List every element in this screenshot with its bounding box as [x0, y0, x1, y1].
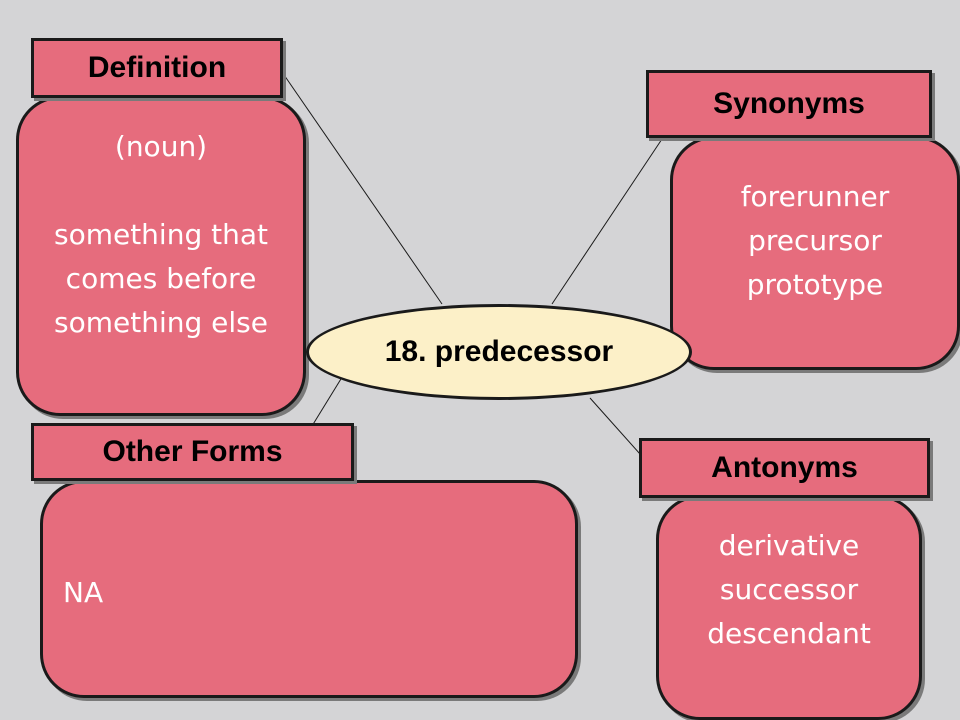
definition-line: something else — [54, 306, 268, 339]
other-forms-label: Other Forms — [31, 423, 354, 481]
other-forms-item: NA — [63, 576, 104, 609]
connector-antonyms — [589, 397, 641, 455]
antonym-item: successor — [719, 573, 859, 606]
connector-definition — [281, 71, 443, 305]
definition-content-box: (noun) something that comes before somet… — [16, 96, 306, 416]
definition-line: something that — [53, 218, 268, 251]
antonyms-label: Antonyms — [639, 438, 930, 498]
other-forms-content-box: NA — [40, 480, 578, 698]
synonym-item: prototype — [746, 268, 884, 301]
definition-line: (noun) — [114, 130, 208, 163]
center-term-oval: 18. predecessor — [306, 304, 692, 400]
antonyms-content-box: derivative successor descendant — [656, 495, 922, 720]
definition-line: comes before — [65, 262, 257, 295]
synonyms-label: Synonyms — [646, 70, 932, 138]
antonym-item: descendant — [707, 617, 871, 650]
definition-line — [19, 169, 303, 213]
connector-synonyms — [551, 135, 665, 305]
definition-label: Definition — [31, 38, 283, 98]
synonym-item: forerunner — [740, 180, 890, 213]
center-term: 18. predecessor — [384, 335, 614, 368]
antonym-item: derivative — [718, 529, 860, 562]
synonyms-content-box: forerunner precursor prototype — [670, 136, 960, 370]
synonym-item: precursor — [748, 224, 882, 257]
connector-other-forms — [311, 373, 345, 427]
